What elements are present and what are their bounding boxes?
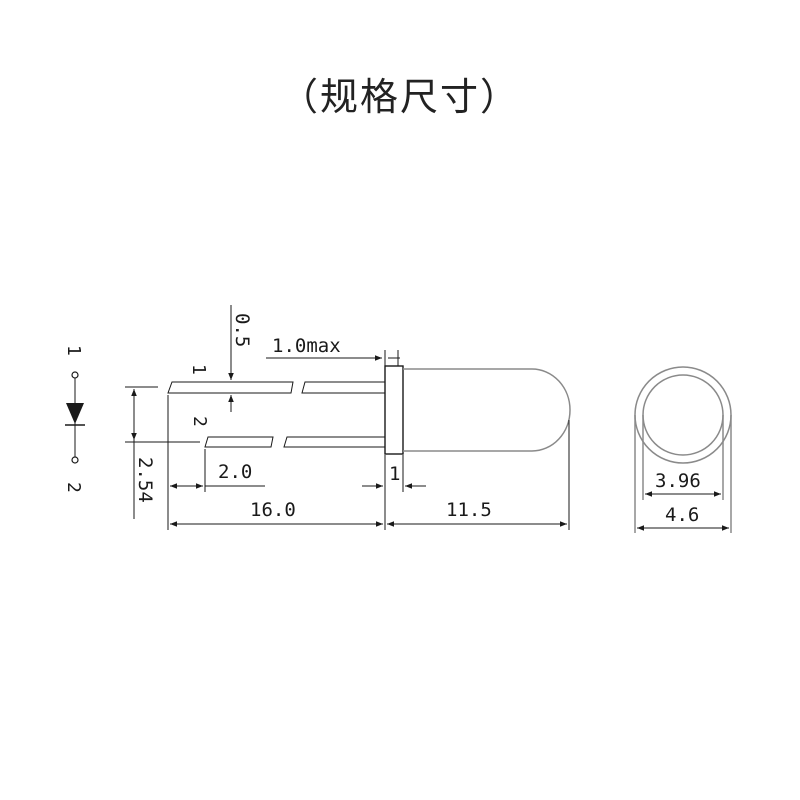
anode-terminal [71, 371, 79, 379]
lead1-label: 1 [188, 364, 209, 375]
inner-lens [642, 374, 724, 456]
dim-flange: 1.0max [266, 335, 400, 366]
flange [384, 365, 404, 455]
dim-inner-diameter-label: 3.96 [655, 470, 701, 492]
cathode-terminal [71, 456, 79, 464]
dim-outer-diameter-label: 4.6 [665, 504, 699, 526]
dim-inner-diameter: 3.96 [645, 470, 721, 497]
lead2-segment-a [204, 436, 274, 448]
lead1-segment-b [301, 381, 386, 394]
led-body-side [384, 365, 571, 455]
diode-triangle-icon [66, 403, 84, 424]
dim-lead-width: 0.5 [228, 305, 253, 412]
outer-rim [634, 366, 732, 464]
lead1-segment-a [167, 381, 294, 394]
dim-offset-label: 2.0 [218, 461, 252, 483]
dim-outer-diameter: 4.6 [637, 504, 729, 531]
diode-symbol: 1 2 [63, 345, 85, 493]
page-title: （规格尺寸） [279, 75, 520, 119]
dim-flange-label: 1.0max [272, 335, 341, 357]
dim-pitch-label: 2.54 [134, 457, 156, 503]
dim-flange-thickness-label: 1 [389, 463, 400, 485]
lead2-segment-b [283, 436, 386, 448]
symbol-pin1-label: 1 [63, 345, 84, 356]
dim-lead-length-label: 16.0 [250, 499, 296, 521]
symbol-pin2-label: 2 [63, 482, 84, 493]
led-front-view [634, 366, 732, 533]
dim-flange-thickness: 1 [362, 455, 426, 492]
dim-body-length: 11.5 [387, 420, 570, 530]
lead2-label: 2 [189, 416, 210, 427]
leads: 1 2 [167, 364, 386, 448]
dim-body-length-label: 11.5 [446, 499, 492, 521]
dim-lead-length: 16.0 [170, 455, 386, 530]
lens-body [403, 368, 571, 452]
dim-pitch: 2.54 [125, 386, 200, 519]
dim-lead-width-label: 0.5 [231, 313, 253, 347]
dim-offset: 2.0 [167, 395, 265, 530]
